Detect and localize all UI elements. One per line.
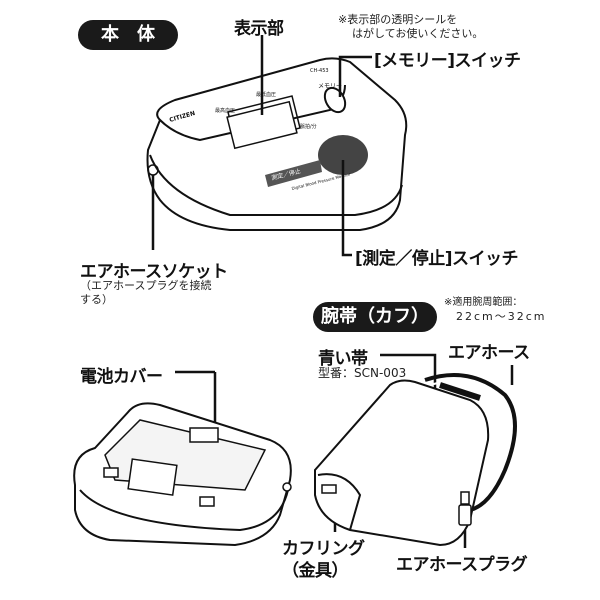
label-start-stop-switch: [測定／停止]スイッチ [355, 249, 519, 269]
socket-note-line2: する） [80, 293, 113, 306]
battery-side-drawing [73, 402, 292, 547]
socket-note-line1: （エアホースプラグを接続 [80, 279, 212, 292]
label-air-hose: エアホース [448, 343, 530, 363]
label-cuff-model: 型番：SCN-003 [318, 366, 407, 380]
section-badge-cuff: 腕帯（カフ） [313, 302, 437, 332]
label-cuff-ring: カフリング [282, 539, 365, 559]
model-print: CH-453 [310, 68, 329, 74]
cuff-range-line1: ※適用腕周範囲： [444, 297, 523, 308]
section-badge-body: 本 体 [78, 20, 178, 50]
cuff-range-line2: 22cm～32cm [456, 310, 547, 323]
label-memory-switch: [メモリー]スイッチ [374, 51, 521, 71]
cuff-drawing [314, 373, 517, 547]
label-battery-cover: 電池カバー [80, 367, 163, 387]
label-air-hose-plug: エアホースプラグ [396, 555, 528, 575]
label-display: 表示部 [234, 19, 284, 39]
note-seal-line2: はがしてお使いください。 [352, 27, 484, 40]
label-blue-band: 青い帯 [318, 349, 368, 369]
start-button-drawing [318, 135, 368, 175]
label-air-hose-socket: エアホースソケット [80, 262, 228, 282]
label-cuff-ring-metal: （金具） [282, 561, 349, 581]
note-seal-line1: ※表示部の透明シールを [338, 13, 458, 26]
systolic-print: 最高血圧 [215, 107, 235, 114]
main-unit-drawing [146, 57, 408, 231]
memory-print: メモリー [318, 83, 342, 90]
diastolic-print: 最低血圧 [256, 91, 276, 98]
pulse-print: 脈拍/分 [300, 123, 317, 130]
